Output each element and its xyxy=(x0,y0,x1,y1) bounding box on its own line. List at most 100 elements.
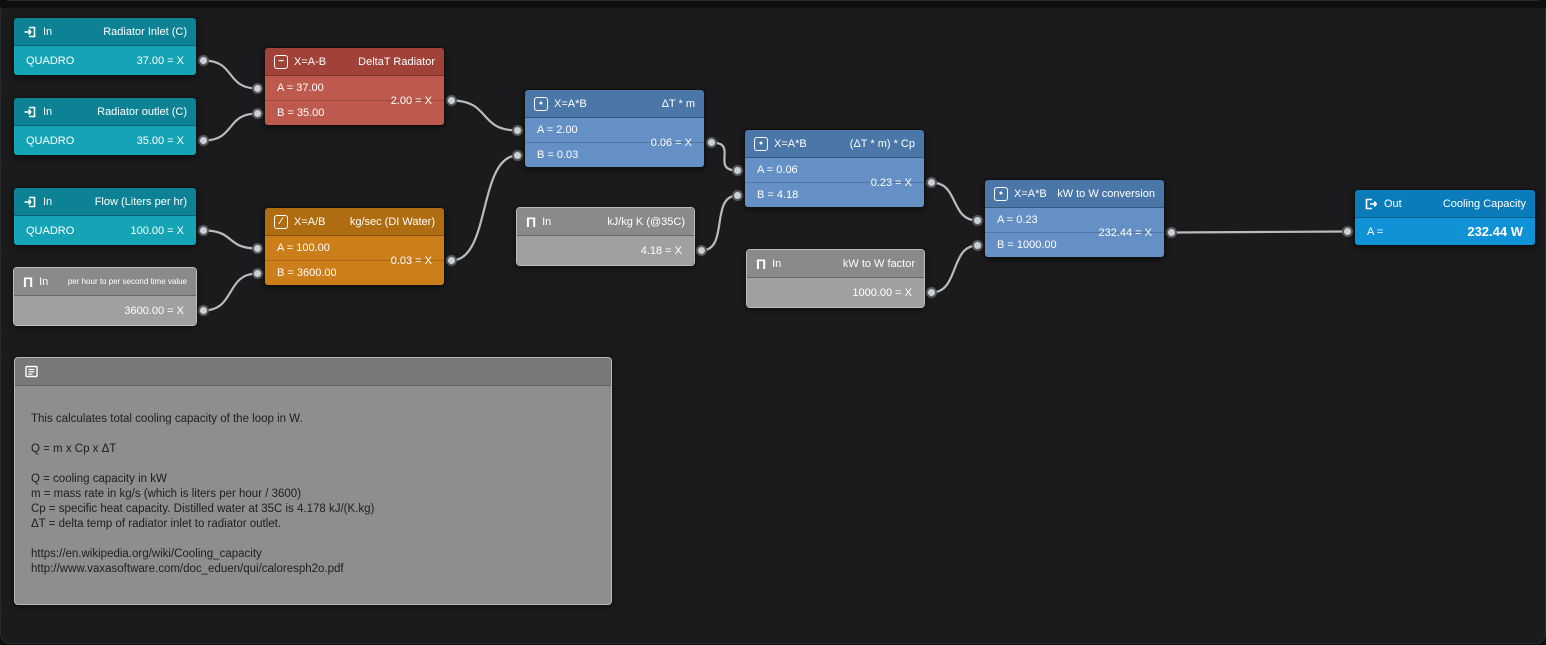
input-port-b[interactable] xyxy=(252,108,263,119)
input-row-b: B = 35.00 xyxy=(265,100,444,124)
input-port-a[interactable] xyxy=(512,125,523,136)
formula-label: X=A-B xyxy=(294,55,327,68)
node-title: Radiator Inlet (C) xyxy=(103,25,187,38)
node-title: DeltaT Radiator xyxy=(358,55,435,68)
output-value: 0.03 = X xyxy=(390,254,432,267)
input-port-a[interactable] xyxy=(732,165,743,176)
wire xyxy=(931,244,978,294)
source-label: QUADRO xyxy=(26,134,75,147)
pi-icon: Π xyxy=(756,255,767,272)
output-port[interactable] xyxy=(446,95,457,106)
node-output-cooling-capacity[interactable]: Out Cooling Capacity A = 232.44 W xyxy=(1342,189,1536,246)
input-row-b: B = 1000.00 xyxy=(985,232,1164,256)
multiply-icon: ● xyxy=(754,136,768,151)
node-body: QUADRO 37.00 = X xyxy=(14,46,196,75)
node-type-label: In xyxy=(542,215,552,228)
node-header: Π In per hour to per second time value xyxy=(14,268,196,296)
node-header: ● X=A*B kW to W conversion xyxy=(985,180,1164,208)
input-port-a[interactable] xyxy=(252,243,263,254)
node-header: ∕ X=A/B kg/sec (DI Water) xyxy=(265,208,444,236)
node-title: Flow (Liters per hr) xyxy=(94,195,187,208)
node-radiator-inlet[interactable]: In Radiator Inlet (C) QUADRO 37.00 = X xyxy=(13,17,209,76)
window-top-edge xyxy=(1,1,1545,8)
node-title: Cooling Capacity xyxy=(1442,197,1526,210)
node-header: Out Cooling Capacity xyxy=(1355,190,1535,218)
formula-label: X=A*B xyxy=(554,97,587,110)
input-row-a: A = 37.00 xyxy=(277,82,324,94)
node-deltat-radiator[interactable]: − X=A-B DeltaT Radiator A = 37.00 B = 35… xyxy=(252,47,457,126)
sign-in-icon xyxy=(24,196,36,207)
source-label: QUADRO xyxy=(26,224,75,237)
output-port[interactable] xyxy=(198,225,209,236)
output-port[interactable] xyxy=(198,305,209,316)
input-port-a[interactable] xyxy=(1342,226,1353,237)
node-header: Π In kW to W factor xyxy=(747,250,924,278)
node-title: kW to W conversion xyxy=(1057,187,1155,200)
node-header xyxy=(15,358,611,386)
input-port-b[interactable] xyxy=(252,268,263,279)
node-header: ● X=A*B ΔT * m xyxy=(525,90,704,118)
node-body: 4.18 = X xyxy=(517,236,694,265)
output-port[interactable] xyxy=(926,177,937,188)
input-port-b[interactable] xyxy=(972,240,983,251)
node-cp-constant[interactable]: Π In kJ/kg K (@35C) 4.18 = X xyxy=(516,207,707,266)
node-header: In Flow (Liters per hr) xyxy=(14,188,196,216)
wire xyxy=(451,99,518,132)
input-row-a: A = 0.06 xyxy=(757,164,798,176)
multiply-icon: ● xyxy=(534,96,548,111)
node-type-label: In xyxy=(39,275,49,288)
output-port[interactable] xyxy=(446,255,457,266)
output-value: 37.00 = X xyxy=(136,54,184,67)
output-port[interactable] xyxy=(926,287,937,298)
input-port-b[interactable] xyxy=(732,190,743,201)
formula-label: X=A*B xyxy=(774,137,807,150)
node-header: In Radiator Inlet (C) xyxy=(14,18,196,46)
node-time-constant[interactable]: Π In per hour to per second time value 3… xyxy=(13,267,209,326)
output-value: 3600.00 = X xyxy=(124,304,184,317)
input-port-a[interactable] xyxy=(972,215,983,226)
wire xyxy=(203,229,258,250)
output-port[interactable] xyxy=(198,135,209,146)
input-port-b[interactable] xyxy=(512,150,523,161)
wire xyxy=(451,154,518,262)
subtract-icon: − xyxy=(274,54,288,69)
output-value: 1000.00 = X xyxy=(852,286,912,299)
node-title: kJ/kg K (@35C) xyxy=(607,215,685,228)
input-row-b: B = 4.18 xyxy=(745,182,924,206)
node-kg-sec[interactable]: ∕ X=A/B kg/sec (DI Water) A = 100.00 B =… xyxy=(252,207,457,286)
node-title: kW to W factor xyxy=(842,257,915,270)
pi-icon: Π xyxy=(526,213,537,230)
node-type-label: In xyxy=(772,257,782,270)
node-body: QUADRO 35.00 = X xyxy=(14,126,196,155)
input-row-a: A = 100.00 xyxy=(277,242,330,254)
output-value: 0.06 = X xyxy=(650,136,692,149)
wire xyxy=(203,112,258,142)
node-body: A = 232.44 W xyxy=(1355,218,1535,245)
wire xyxy=(1171,230,1348,234)
wire xyxy=(203,59,258,90)
formula-label: X=A*B xyxy=(1014,187,1047,200)
output-port[interactable] xyxy=(198,55,209,66)
wire xyxy=(931,181,978,222)
node-kw-to-w[interactable]: ● X=A*B kW to W conversion A = 0.23 B = … xyxy=(972,179,1177,258)
node-body: A = 0.23 B = 1000.00 232.44 = X xyxy=(985,208,1164,257)
divide-icon: ∕ xyxy=(274,214,288,229)
node-flow[interactable]: In Flow (Liters per hr) QUADRO 100.00 = … xyxy=(13,187,209,246)
output-port[interactable] xyxy=(696,245,707,256)
note-icon xyxy=(25,365,38,378)
node-body: 3600.00 = X xyxy=(14,296,196,325)
output-port[interactable] xyxy=(706,137,717,148)
node-kw-factor-constant[interactable]: Π In kW to W factor 1000.00 = X xyxy=(746,249,937,308)
output-value: 2.00 = X xyxy=(390,94,432,107)
sign-in-icon xyxy=(24,106,36,117)
node-body: A = 37.00 B = 35.00 2.00 = X xyxy=(265,76,444,125)
node-radiator-outlet[interactable]: In Radiator outlet (C) QUADRO 35.00 = X xyxy=(13,97,209,156)
input-port-a[interactable] xyxy=(252,83,263,94)
input-row-b: B = 3600.00 xyxy=(265,260,444,284)
node-body: A = 0.06 B = 4.18 0.23 = X xyxy=(745,158,924,207)
node-dt-times-m[interactable]: ● X=A*B ΔT * m A = 2.00 B = 0.03 0.06 = … xyxy=(512,89,717,168)
output-port[interactable] xyxy=(1166,227,1177,238)
node-dtm-times-cp[interactable]: ● X=A*B (ΔT * m) * Cp A = 0.06 B = 4.18 … xyxy=(732,129,937,208)
node-comment[interactable]: This calculates total cooling capacity o… xyxy=(14,357,612,605)
